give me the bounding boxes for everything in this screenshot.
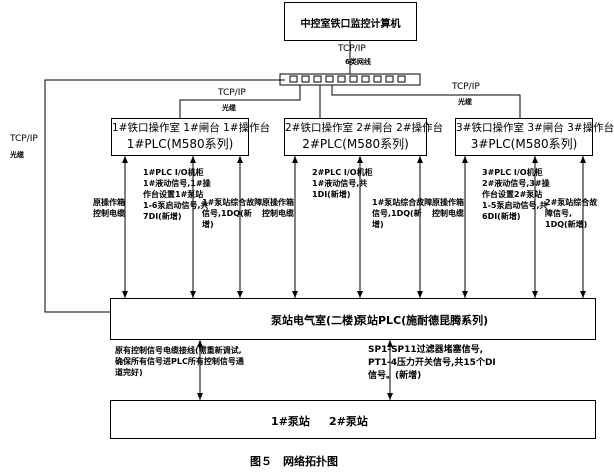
control-computer-label: 中控室铁口监控计算机 — [300, 19, 401, 30]
pump-station-1-label: 1#泵站 — [271, 415, 310, 428]
control-computer-box: 中控室铁口监控计算机 — [284, 2, 417, 41]
plc1-box: 1#铁口操作室 1#闸台 1#操作台 1#PLC(M580系列) — [111, 118, 271, 156]
pump-station-2-label: 2#泵站 — [329, 415, 368, 428]
plc1-link-cable-label: 光缆 — [222, 104, 236, 112]
left-link-cable-label: 光缆 — [10, 151, 24, 159]
col1c-label: 1#泵站综合故障信号,1DQ(新 增) — [202, 198, 263, 229]
figure-caption: 图５ 网络拓扑图 — [250, 455, 338, 468]
plc1-link-tcp-label: TCP/IP — [218, 88, 246, 98]
bottom-left-label: 原有控制信号电缆接线(需重新调试, 确保所有信号进PLC所有控制信号通 道完好) — [115, 346, 244, 377]
plc2-title-line1: 2#铁口操作室 2#闸台 2#操作台 — [285, 122, 444, 134]
col2c-label: 1#泵站综合故障信号,1DQ(新 增) — [372, 198, 433, 229]
pump-plc-box: 泵站电气室(二楼) 泵站PLC(施耐德昆腾系列) — [110, 298, 596, 340]
col2a-label: 原操作箱控制电缆 — [262, 198, 294, 218]
plc3-title-line2: 3#PLC(M580系列) — [470, 137, 578, 151]
plc2-title-line2: 2#PLC(M580系列) — [302, 137, 409, 151]
plc3-box: 3#铁口操作室 3#闸台 3#操作台 3#PLC(M580系列) — [455, 118, 614, 156]
col3c-label: 2#泵站综合故障信号, 1DQ(新增) — [545, 198, 598, 229]
left-link-tcp-label: TCP/IP — [10, 134, 38, 144]
pump-plc-left-label: 泵站电气室(二楼) — [271, 314, 359, 327]
plc1-title-line1: 1#铁口操作室 1#闸台 1#操作台 — [112, 122, 271, 134]
pump-station-box: 1#泵站 2#泵站 — [110, 400, 596, 439]
plc1-title-line2: 1#PLC(M580系列) — [126, 137, 234, 151]
plc3-link-cable-label: 光缆 — [458, 98, 472, 106]
pump-plc-right-label: 泵站PLC(施耐德昆腾系列) — [356, 314, 489, 327]
bottom-right-label: SP1-SP11过滤器堵塞信号, PT1-4压力开关信号,共15个DI 信号。(… — [368, 345, 496, 381]
col1a-label: 原操作箱控制电缆 — [93, 198, 125, 218]
col3a-label: 原操作箱控制电缆 — [432, 198, 464, 218]
switch-cable-label: 6类网线 — [345, 58, 371, 66]
plc3-link-tcp-label: TCP/IP — [452, 82, 480, 92]
plc2-box: 2#铁口操作室 2#闸台 2#操作台 2#PLC(M580系列) — [284, 118, 444, 156]
switch-tcp-label: TCP/IP — [338, 44, 366, 54]
plc3-title-line1: 3#铁口操作室 3#闸台 3#操作台 — [456, 122, 614, 134]
